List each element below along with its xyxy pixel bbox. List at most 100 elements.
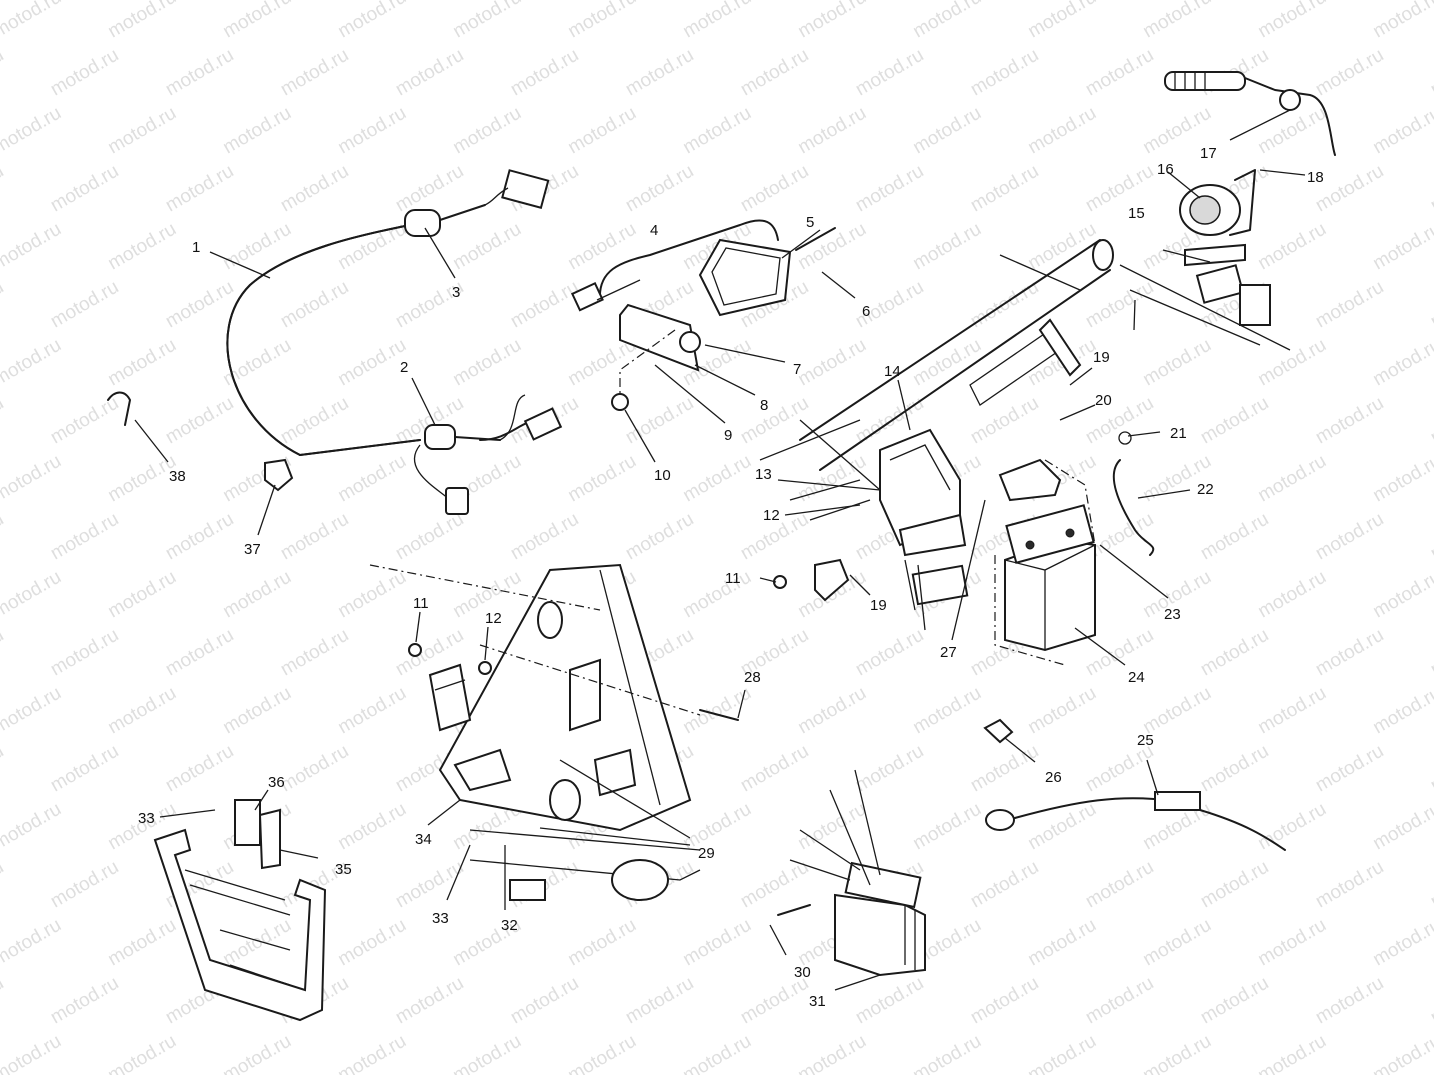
watermark-text: motod.ru	[1025, 1031, 1100, 1075]
battery-cable-22	[1112, 459, 1155, 556]
watermark-text: motod.ru	[1370, 219, 1434, 275]
watermark-text: motod.ru	[0, 277, 7, 333]
watermark-text: motod.ru	[622, 45, 697, 101]
watermark-text: motod.ru	[220, 0, 295, 42]
ground-cable[interactable]	[985, 791, 1286, 851]
watermark-text: motod.ru	[220, 683, 295, 739]
watermark-text: motod.ru	[910, 1031, 985, 1075]
watermark-text: motod.ru	[47, 857, 122, 913]
watermark-text: motod.ru	[220, 219, 295, 275]
callout-1: 1	[192, 239, 200, 256]
watermark-text: motod.ru	[1312, 509, 1387, 565]
callout-32: 32	[501, 917, 518, 934]
handlebar-switch[interactable]	[1164, 71, 1336, 156]
watermark-text: motod.ru	[1255, 451, 1330, 507]
watermark-text: motod.ru	[335, 0, 410, 42]
watermark-text: motod.ru	[277, 45, 352, 101]
watermark-text: motod.ru	[1025, 683, 1100, 739]
watermark-text: motod.ru	[0, 509, 7, 565]
watermark-text: motod.ru	[852, 45, 927, 101]
watermark-text: motod.ru	[507, 973, 582, 1029]
watermark-text: motod.ru	[1427, 277, 1434, 333]
socket	[570, 279, 641, 312]
watermark-text: motod.ru	[1427, 741, 1434, 797]
callout-11b: 11	[413, 595, 429, 612]
voltage-regulator[interactable]	[789, 769, 926, 977]
watermark-text: motod.ru	[47, 161, 122, 217]
watermark-text: motod.ru	[47, 277, 122, 333]
callout-15: 15	[1128, 205, 1145, 222]
watermark-text: motod.ru	[0, 683, 65, 739]
watermark-text: motod.ru	[1427, 45, 1434, 101]
callout-3: 3	[452, 284, 460, 301]
watermark-text: motod.ru	[680, 567, 755, 623]
watermark-text: motod.ru	[680, 451, 755, 507]
watermark-text: motod.ru	[680, 0, 755, 42]
watermark-text: motod.ru	[910, 683, 985, 739]
watermark-text: motod.ru	[1197, 741, 1272, 797]
callout-6: 6	[862, 303, 870, 320]
callout-31: 31	[809, 993, 826, 1010]
callout-22: 22	[1197, 481, 1214, 498]
bracket-36	[234, 799, 261, 846]
watermark-text: motod.ru	[1312, 393, 1387, 449]
watermark-text: motod.ru	[450, 335, 525, 391]
horn[interactable]	[1179, 169, 1256, 236]
watermark-text: motod.ru	[1140, 0, 1215, 42]
ignition-coil[interactable]	[428, 663, 472, 732]
watermark-text: motod.ru	[0, 1031, 65, 1075]
watermark-text: motod.ru	[737, 741, 812, 797]
watermark-text: motod.ru	[277, 393, 352, 449]
tail-light-housing	[619, 303, 701, 372]
callout-34: 34	[415, 831, 432, 848]
watermark-text: motod.ru	[1082, 161, 1157, 217]
watermark-text: motod.ru	[1312, 741, 1387, 797]
watermark-text: motod.ru	[162, 509, 237, 565]
watermark-text: motod.ru	[220, 915, 295, 971]
nut-10	[611, 393, 629, 411]
callout-19a: 19	[1093, 349, 1110, 366]
watermark-text: motod.ru	[220, 335, 295, 391]
callout-33a: 33	[138, 810, 155, 827]
tail-light-assembly[interactable]	[570, 219, 836, 411]
watermark-text: motod.ru	[967, 161, 1042, 217]
watermark-text: motod.ru	[1370, 683, 1434, 739]
watermark-text: motod.ru	[105, 335, 180, 391]
watermark-text: motod.ru	[1370, 335, 1434, 391]
rear-guard[interactable]	[153, 828, 327, 1022]
watermark-text: motod.ru	[680, 799, 755, 855]
watermark-text: motod.ru	[967, 973, 1042, 1029]
wiring-harness[interactable]	[226, 169, 563, 515]
watermark-text: motod.ru	[335, 799, 410, 855]
watermark-text: motod.ru	[1255, 1031, 1330, 1075]
battery[interactable]	[1004, 504, 1096, 652]
watermark-text: motod.ru	[1025, 103, 1100, 159]
watermark-text: motod.ru	[967, 857, 1042, 913]
watermark-text: motod.ru	[967, 741, 1042, 797]
watermark-text: motod.ru	[0, 857, 7, 913]
battery-bracket[interactable]	[879, 428, 969, 631]
callout-38: 38	[169, 468, 186, 485]
watermark-text: motod.ru	[450, 1031, 525, 1075]
watermark-text: motod.ru	[47, 973, 122, 1029]
vent-cap-19	[1038, 318, 1082, 377]
watermark-text: motod.ru	[1082, 741, 1157, 797]
watermark-text: motod.ru	[622, 161, 697, 217]
watermark-text: motod.ru	[622, 973, 697, 1029]
watermark-text: motod.ru	[392, 973, 467, 1029]
watermark-text: motod.ru	[795, 799, 870, 855]
watermark-text: motod.ru	[1312, 45, 1387, 101]
watermark-text: motod.ru	[1140, 1031, 1215, 1075]
watermark-text: motod.ru	[277, 741, 352, 797]
watermark-text: motod.ru	[0, 393, 7, 449]
watermark-text: motod.ru	[565, 451, 640, 507]
watermark-text: motod.ru	[1197, 973, 1272, 1029]
watermark-text: motod.ru	[335, 335, 410, 391]
watermark-text: motod.ru	[450, 0, 525, 42]
watermark-text: motod.ru	[795, 335, 870, 391]
callout-23: 23	[1164, 606, 1181, 623]
watermark-text: motod.ru	[1427, 857, 1434, 913]
watermark-text: motod.ru	[335, 103, 410, 159]
watermark-text: motod.ru	[105, 103, 180, 159]
